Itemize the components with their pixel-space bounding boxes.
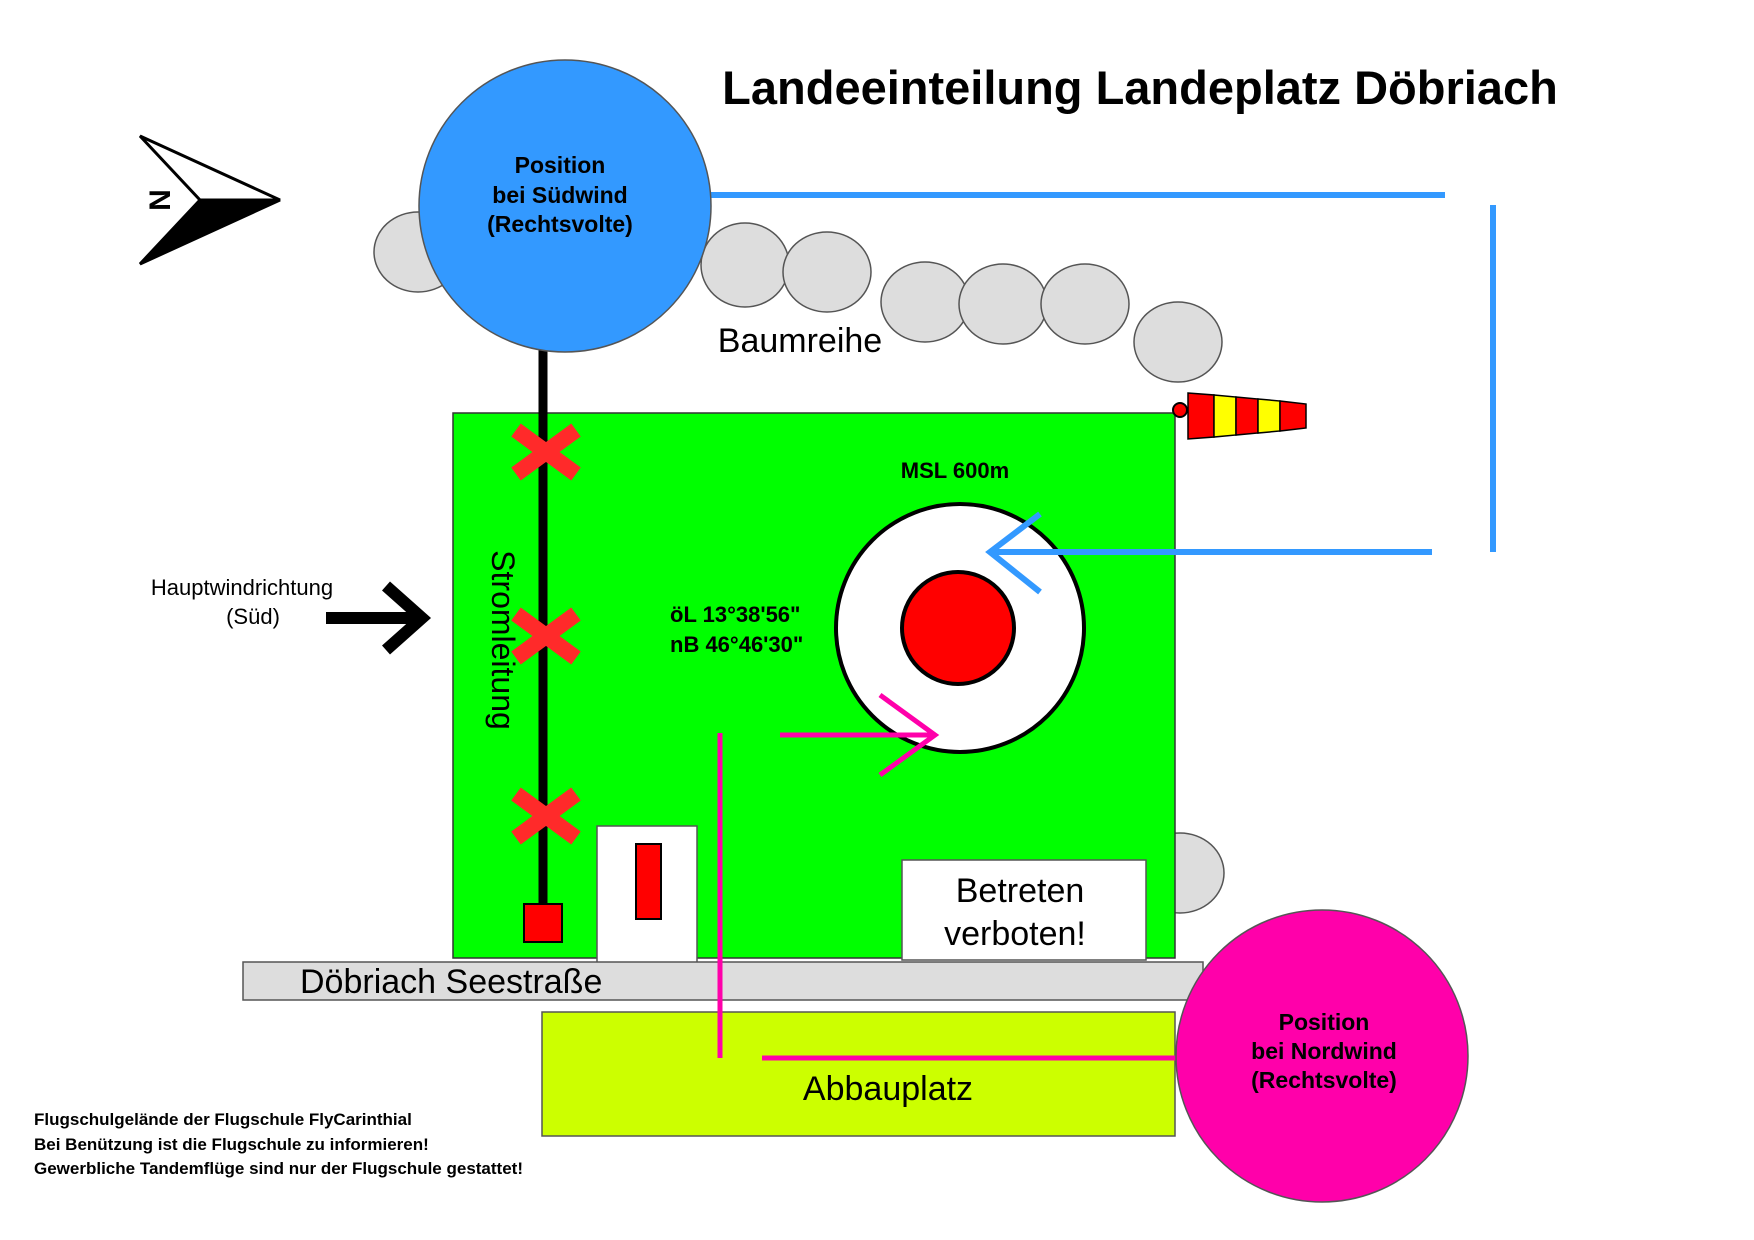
north-position-line3: (Rechtsvolte) bbox=[1251, 1067, 1397, 1093]
south-position-line2: bei Südwind bbox=[492, 182, 627, 208]
north-position-line2: bei Nordwind bbox=[1251, 1038, 1397, 1064]
packing-area-label: Abbauplatz bbox=[803, 1070, 973, 1108]
road-label: Döbriach Seestraße bbox=[300, 963, 602, 1001]
windsock-icon bbox=[1172, 392, 1307, 440]
powerline-label: Stromleitung bbox=[485, 550, 521, 730]
tree bbox=[1133, 301, 1223, 383]
danger-cross-icon bbox=[511, 423, 581, 481]
elevation-label: MSL 600m bbox=[901, 458, 1009, 483]
tree bbox=[880, 261, 970, 343]
danger-cross-icon bbox=[511, 787, 581, 845]
south-wind-approach-path bbox=[700, 192, 1496, 595]
footer-line3: Gewerbliche Tandemflüge sind nur der Flu… bbox=[34, 1159, 523, 1178]
no-entry-label-line2: verboten! bbox=[944, 915, 1086, 953]
road bbox=[242, 961, 1204, 1001]
compass-letter: N bbox=[144, 189, 177, 211]
south-wind-position-circle bbox=[418, 59, 712, 353]
wind-direction-label-line1: Hauptwindrichtung bbox=[151, 575, 333, 600]
footer-line1: Flugschulgelände der Flugschule FlyCarin… bbox=[34, 1110, 412, 1129]
no-entry-label-line1: Betreten bbox=[956, 872, 1085, 910]
wind-direction-arrow-icon bbox=[326, 581, 432, 655]
north-position-line1: Position bbox=[1279, 1009, 1370, 1035]
building-door bbox=[635, 843, 662, 920]
tree bbox=[1040, 263, 1130, 345]
north-wind-position-circle bbox=[1175, 909, 1469, 1203]
footer-line2: Bei Benützung ist die Flugschule zu info… bbox=[34, 1135, 429, 1154]
packing-area bbox=[541, 1011, 1176, 1137]
north-wind-approach-path bbox=[717, 692, 1180, 1061]
coordinate-latitude: nB 46°46'30" bbox=[670, 632, 803, 657]
danger-cross-icon bbox=[511, 607, 581, 665]
power-pole-base bbox=[523, 903, 563, 943]
wind-direction-label-line2: (Süd) bbox=[226, 604, 280, 629]
tree-row-label: Baumreihe bbox=[718, 322, 882, 360]
south-position-line1: Position bbox=[515, 152, 606, 178]
page-title: Landeeinteilung Landeplatz Döbriach bbox=[722, 61, 1558, 114]
south-position-line3: (Rechtsvolte) bbox=[487, 211, 633, 237]
tree bbox=[958, 263, 1048, 345]
no-entry-area bbox=[901, 859, 1147, 961]
north-arrow-icon: N bbox=[138, 134, 281, 266]
landing-target-center bbox=[900, 570, 1016, 686]
tree bbox=[782, 231, 872, 313]
tree bbox=[700, 222, 790, 308]
coordinate-longitude: öL 13°38'56" bbox=[670, 602, 800, 627]
